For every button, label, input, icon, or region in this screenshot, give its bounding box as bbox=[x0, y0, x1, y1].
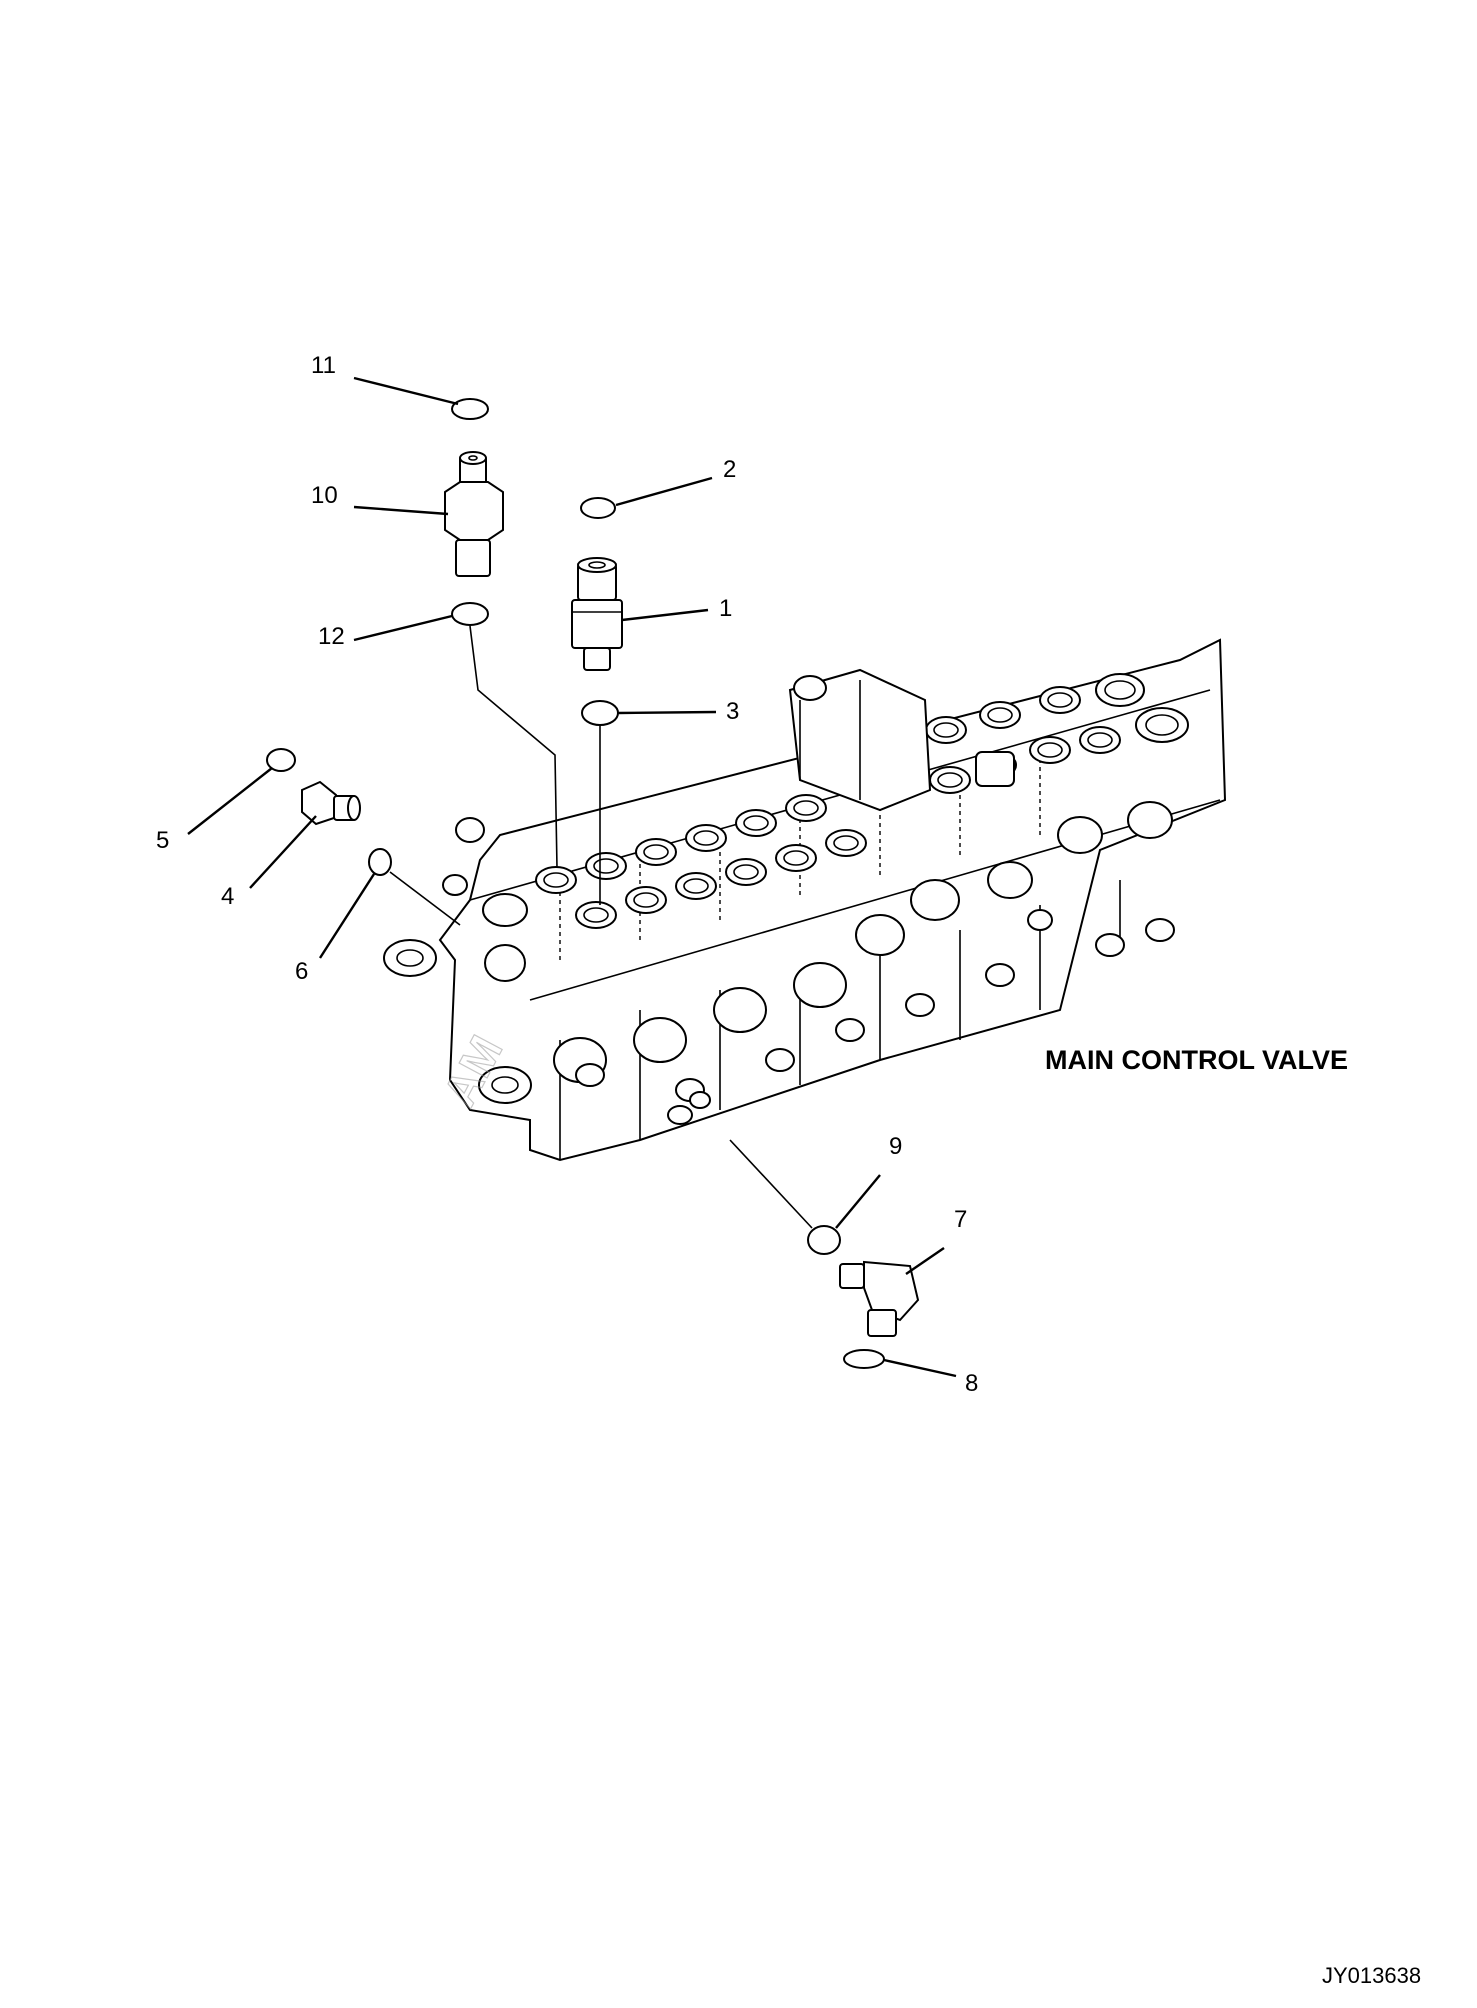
callout-6: 6 bbox=[295, 958, 308, 985]
callout-11: 11 bbox=[311, 352, 336, 379]
callout-8: 8 bbox=[965, 1370, 978, 1397]
o-ring-2 bbox=[580, 497, 616, 519]
fitting-10 bbox=[444, 451, 504, 577]
plug-4 bbox=[301, 780, 361, 826]
callout-2: 2 bbox=[723, 456, 736, 483]
solenoid-block bbox=[788, 668, 1015, 812]
top-ports bbox=[535, 673, 1189, 929]
o-ring-3 bbox=[581, 700, 619, 726]
o-ring-9 bbox=[807, 1225, 841, 1255]
callout-10: 10 bbox=[311, 482, 338, 509]
o-ring-6 bbox=[368, 848, 392, 876]
callout-12: 12 bbox=[318, 623, 345, 650]
callout-7: 7 bbox=[954, 1206, 967, 1233]
diagram-title: MAIN CONTROL VALVE bbox=[1045, 1045, 1348, 1075]
callout-labels: 11 10 12 2 1 3 5 4 6 9 7 8 bbox=[156, 352, 978, 1397]
callout-4: 4 bbox=[221, 883, 234, 910]
callout-9: 9 bbox=[889, 1133, 902, 1160]
valve-1 bbox=[571, 557, 623, 671]
o-ring-12 bbox=[451, 602, 489, 626]
drawing-code: JY013638 bbox=[1322, 1963, 1421, 1988]
leader-lines bbox=[187, 376, 957, 1378]
elbow-7 bbox=[839, 1260, 920, 1337]
o-ring-11 bbox=[451, 398, 489, 420]
o-ring-5 bbox=[266, 748, 296, 772]
front-spool-caps bbox=[553, 801, 1175, 1125]
o-ring-8 bbox=[843, 1349, 885, 1369]
left-end-plate bbox=[383, 817, 532, 1104]
callout-3: 3 bbox=[726, 698, 739, 725]
main-control-valve-body: AM bbox=[383, 638, 1227, 1162]
callout-5: 5 bbox=[156, 827, 169, 854]
callout-1: 1 bbox=[719, 595, 732, 622]
